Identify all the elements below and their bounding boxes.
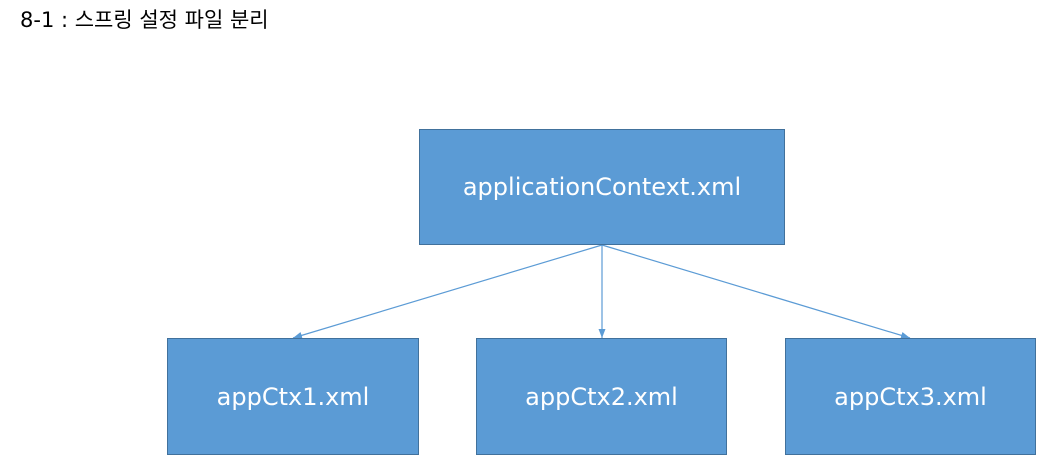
application-context-box: applicationContext.xml <box>419 129 785 245</box>
appctx3-label: appCtx3.xml <box>834 382 987 411</box>
application-context-label: applicationContext.xml <box>462 173 742 201</box>
appctx2-label: appCtx2.xml <box>525 382 678 411</box>
page-title: 8-1 : 스프링 설정 파일 분리 <box>20 8 269 32</box>
connector-root-to-appctx3 <box>601 244 911 339</box>
appctx1-box: appCtx1.xml <box>167 338 419 455</box>
appctx2-box: appCtx2.xml <box>476 338 727 455</box>
appctx1-label: appCtx1.xml <box>216 382 370 411</box>
connector-root-to-appctx1 <box>292 244 603 339</box>
appctx3-box: appCtx3.xml <box>785 338 1036 455</box>
